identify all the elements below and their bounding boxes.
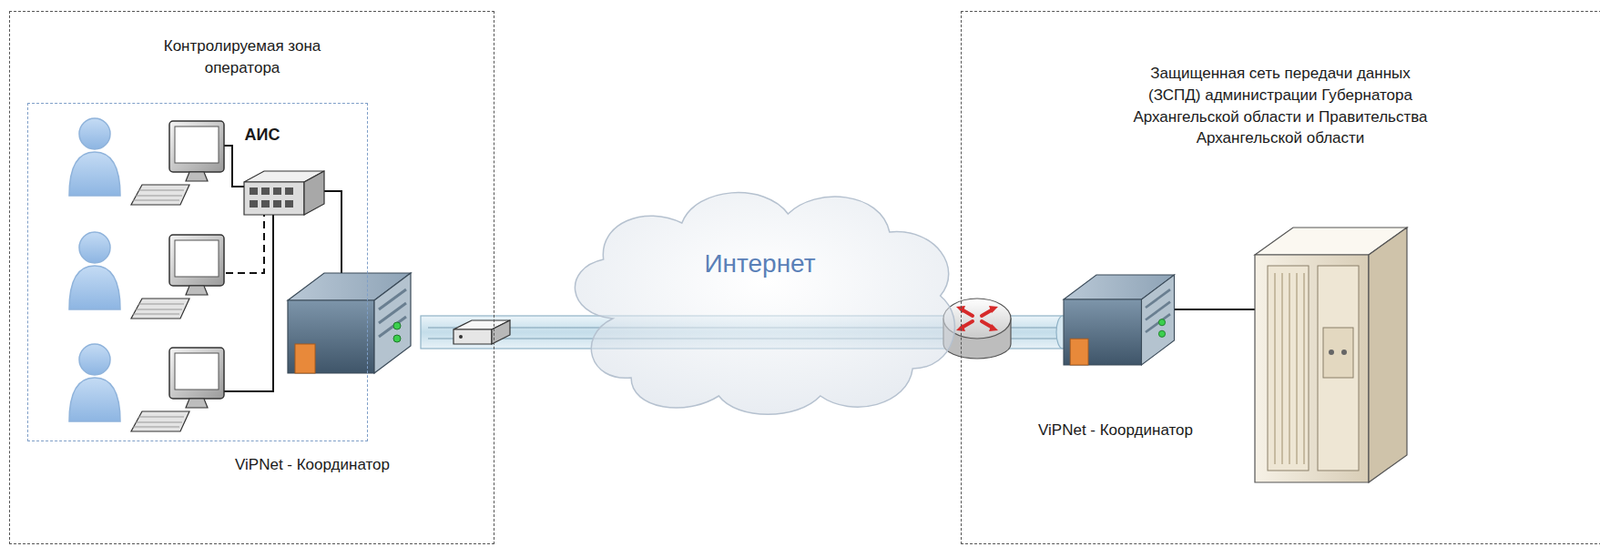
workstation [131,121,225,205]
vipnet-coordinator [287,273,411,374]
zone-title: Контролируемая зона оператора [137,35,347,80]
zone-title: АИС [244,123,309,147]
workstation [131,347,225,432]
server-link [1174,308,1255,311]
device-label: ViPNet - Координатор [1038,420,1193,441]
ais-group: АИС [27,102,368,442]
workstation [131,234,225,319]
secure-network-zone: Защищенная сеть передачи данных (ЗСПД) а… [960,10,1600,545]
user-icon [69,344,121,422]
zone-title: Интернет [557,245,963,282]
vipnet-coordinator [1063,275,1175,366]
zone-title: Защищенная сеть передачи данных (ЗСПД) а… [1125,62,1436,150]
user-icon [69,118,121,196]
cloud-shape [557,182,969,421]
device-label: ViPNet - Координатор [234,455,390,476]
user-icon [69,232,121,310]
modem [453,320,510,345]
network-switch [244,171,325,215]
internet-cloud: Интернет [557,182,969,421]
data-server [1254,227,1407,483]
